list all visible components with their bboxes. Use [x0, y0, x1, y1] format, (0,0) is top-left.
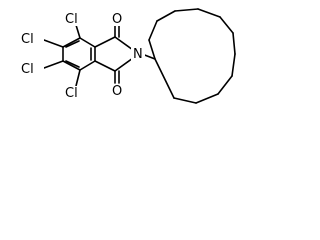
chlorine-label-3: Cl	[21, 62, 34, 77]
chlorine-label-1: Cl	[65, 12, 78, 27]
atom-labels: Cl Cl Cl Cl O O N	[20, 12, 145, 101]
molecule-diagram: Cl Cl Cl Cl O O N	[20, 8, 236, 104]
chlorine-label-4: Cl	[65, 86, 78, 101]
chlorine-label-2: Cl	[21, 32, 34, 47]
bond-lines	[43, 8, 236, 104]
oxygen-label-bottom: O	[112, 84, 122, 99]
nitrogen-label: N	[133, 47, 143, 62]
oxygen-label-top: O	[112, 12, 122, 27]
